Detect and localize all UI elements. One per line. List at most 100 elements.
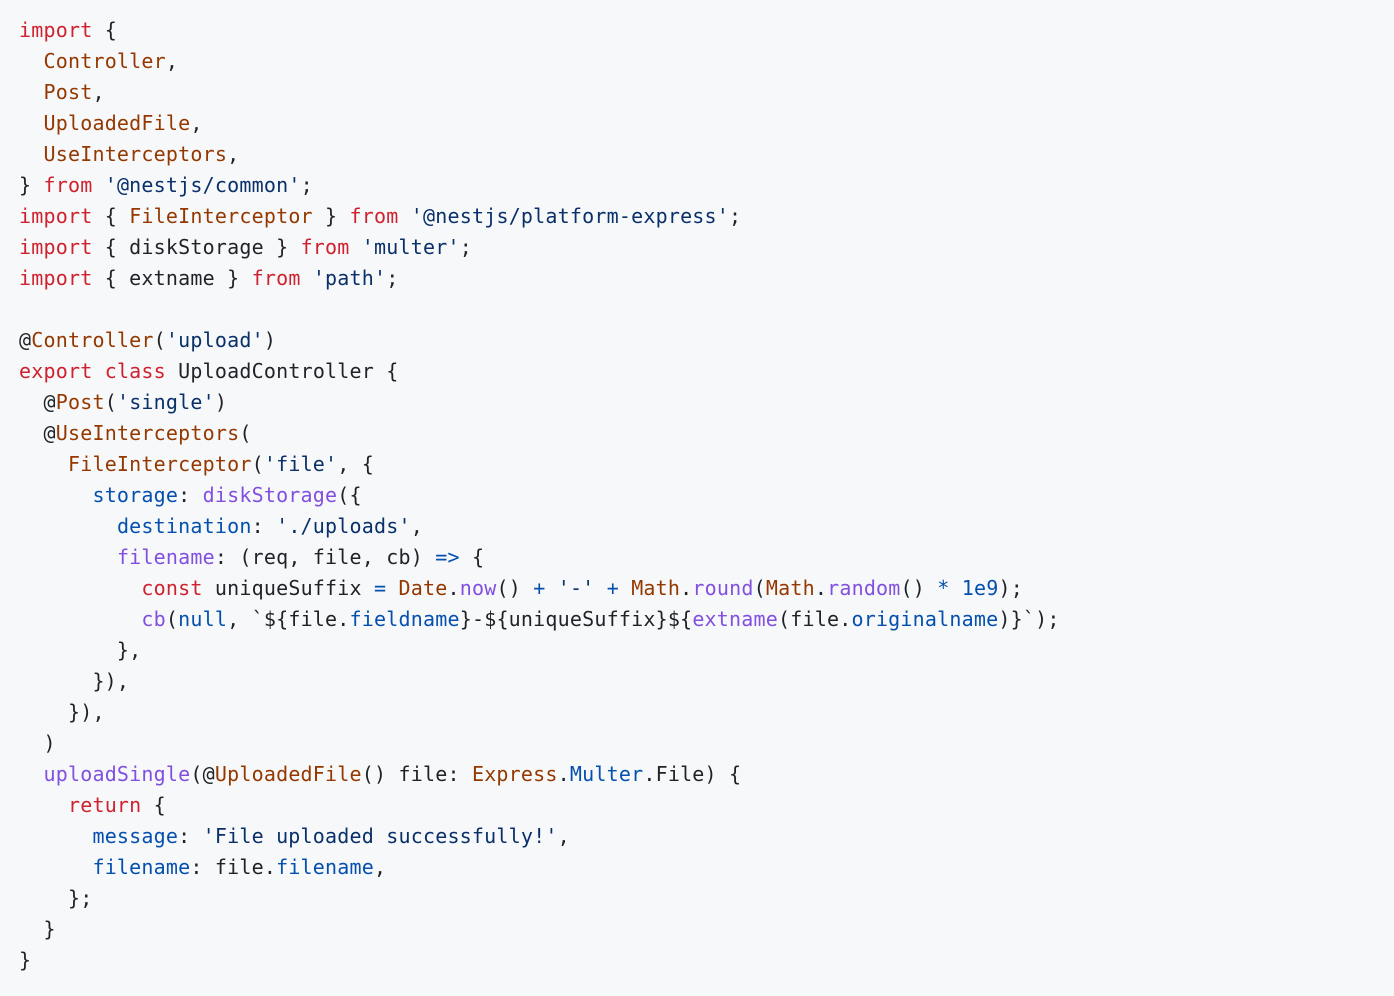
code-token xyxy=(950,576,962,600)
code-token xyxy=(19,576,141,600)
code-token: ( xyxy=(239,421,252,445)
code-token: Post xyxy=(55,390,105,414)
code-token: }), xyxy=(19,700,105,724)
code-token xyxy=(19,607,141,631)
code-token: @ xyxy=(19,390,56,414)
code-token xyxy=(399,204,411,228)
code-token: 1e9 xyxy=(961,576,999,600)
code-token: 'multer' xyxy=(361,235,460,259)
code-token xyxy=(619,576,631,600)
code-token: from xyxy=(349,204,399,228)
code-line: storage: diskStorage({ xyxy=(19,480,1060,511)
code-token: 'File uploaded successfully!' xyxy=(202,824,558,848)
code-token: Math xyxy=(631,576,681,600)
code-token: ) xyxy=(19,731,56,755)
code-line: } from '@nestjs/common'; xyxy=(19,170,1060,201)
code-line: @Post('single') xyxy=(19,387,1060,418)
code-token: ; xyxy=(300,173,313,197)
code-token: ({ xyxy=(337,483,362,507)
code-token xyxy=(301,266,313,290)
code-token: * xyxy=(937,576,950,600)
code-token: { xyxy=(92,204,130,228)
code-token: , `${file. xyxy=(227,607,350,631)
code-line: }; xyxy=(19,883,1060,914)
code-token: }-${uniqueSuffix}${ xyxy=(459,607,693,631)
code-token: uniqueSuffix xyxy=(202,576,375,600)
code-token: Multer xyxy=(569,762,644,786)
code-line: @UseInterceptors( xyxy=(19,418,1060,449)
code-block: import { Controller, Post, UploadedFile,… xyxy=(19,15,1060,976)
code-token: { xyxy=(141,793,166,817)
code-line: destination: './uploads', xyxy=(19,511,1060,542)
code-line: }), xyxy=(19,697,1060,728)
code-token: } xyxy=(19,917,56,941)
code-token: )}`); xyxy=(998,607,1060,631)
code-token: , xyxy=(374,855,387,879)
code-token: UploadController { xyxy=(165,359,399,383)
code-token: ) xyxy=(214,390,228,414)
code-token xyxy=(19,762,43,786)
code-token: from xyxy=(251,266,301,290)
code-token: destination xyxy=(116,514,252,538)
code-token: , xyxy=(92,80,105,104)
code-token: { xyxy=(459,545,485,569)
code-token: originalname xyxy=(851,607,999,631)
code-line: import { FileInterceptor } from '@nestjs… xyxy=(19,201,1060,232)
code-token: Math xyxy=(765,576,815,600)
code-token: fieldname xyxy=(349,607,460,631)
code-token: null xyxy=(178,607,228,631)
code-line xyxy=(19,294,1060,325)
code-token: '-' xyxy=(557,576,595,600)
code-token: . xyxy=(814,576,828,600)
code-token: from xyxy=(300,235,350,259)
code-token xyxy=(545,576,557,600)
code-token: , { xyxy=(337,452,375,476)
code-line: uploadSingle(@UploadedFile() file: Expre… xyxy=(19,759,1060,790)
code-token: storage xyxy=(92,483,179,507)
code-token: { diskStorage } xyxy=(92,235,301,259)
code-token: ) xyxy=(263,328,277,352)
code-line: const uniqueSuffix = Date.now() + '-' + … xyxy=(19,573,1060,604)
code-token xyxy=(19,855,92,879)
code-token: ( xyxy=(165,607,179,631)
code-token xyxy=(19,452,68,476)
code-token: + xyxy=(606,576,619,600)
code-token: from xyxy=(43,173,93,197)
code-token: '@nestjs/common' xyxy=(104,173,301,197)
code-token: Date xyxy=(398,576,448,600)
code-token xyxy=(19,824,92,848)
code-token: , xyxy=(557,824,570,848)
code-line: filename: file.filename, xyxy=(19,852,1060,883)
code-line: cb(null, `${file.fieldname}-${uniqueSuff… xyxy=(19,604,1060,635)
code-token: (file. xyxy=(778,607,852,631)
code-line: }), xyxy=(19,666,1060,697)
code-token: FileInterceptor xyxy=(67,452,252,476)
code-token: '@nestjs/platform-express' xyxy=(410,204,730,228)
code-token: , xyxy=(190,111,203,135)
code-token: }, xyxy=(19,638,142,662)
code-token: ; xyxy=(459,235,472,259)
code-line: UseInterceptors, xyxy=(19,139,1060,170)
code-token: : xyxy=(178,824,203,848)
code-token: , xyxy=(410,514,423,538)
code-token: Post xyxy=(43,80,93,104)
code-token: './uploads' xyxy=(276,514,411,538)
code-line: UploadedFile, xyxy=(19,108,1060,139)
code-line: FileInterceptor('file', { xyxy=(19,449,1060,480)
code-token: class xyxy=(104,359,166,383)
code-line: } xyxy=(19,914,1060,945)
code-token: ); xyxy=(998,576,1023,600)
code-token xyxy=(594,576,606,600)
code-line: import { extname } from 'path'; xyxy=(19,263,1060,294)
code-token: 'upload' xyxy=(165,328,264,352)
code-token xyxy=(92,173,104,197)
code-token: } xyxy=(312,204,350,228)
code-line: return { xyxy=(19,790,1060,821)
code-token: const xyxy=(141,576,203,600)
code-line: @Controller('upload') xyxy=(19,325,1060,356)
code-token: Express xyxy=(471,762,558,786)
code-token xyxy=(19,142,43,166)
code-line: ) xyxy=(19,728,1060,759)
code-token: random xyxy=(827,576,901,600)
code-token: filename xyxy=(92,855,191,879)
